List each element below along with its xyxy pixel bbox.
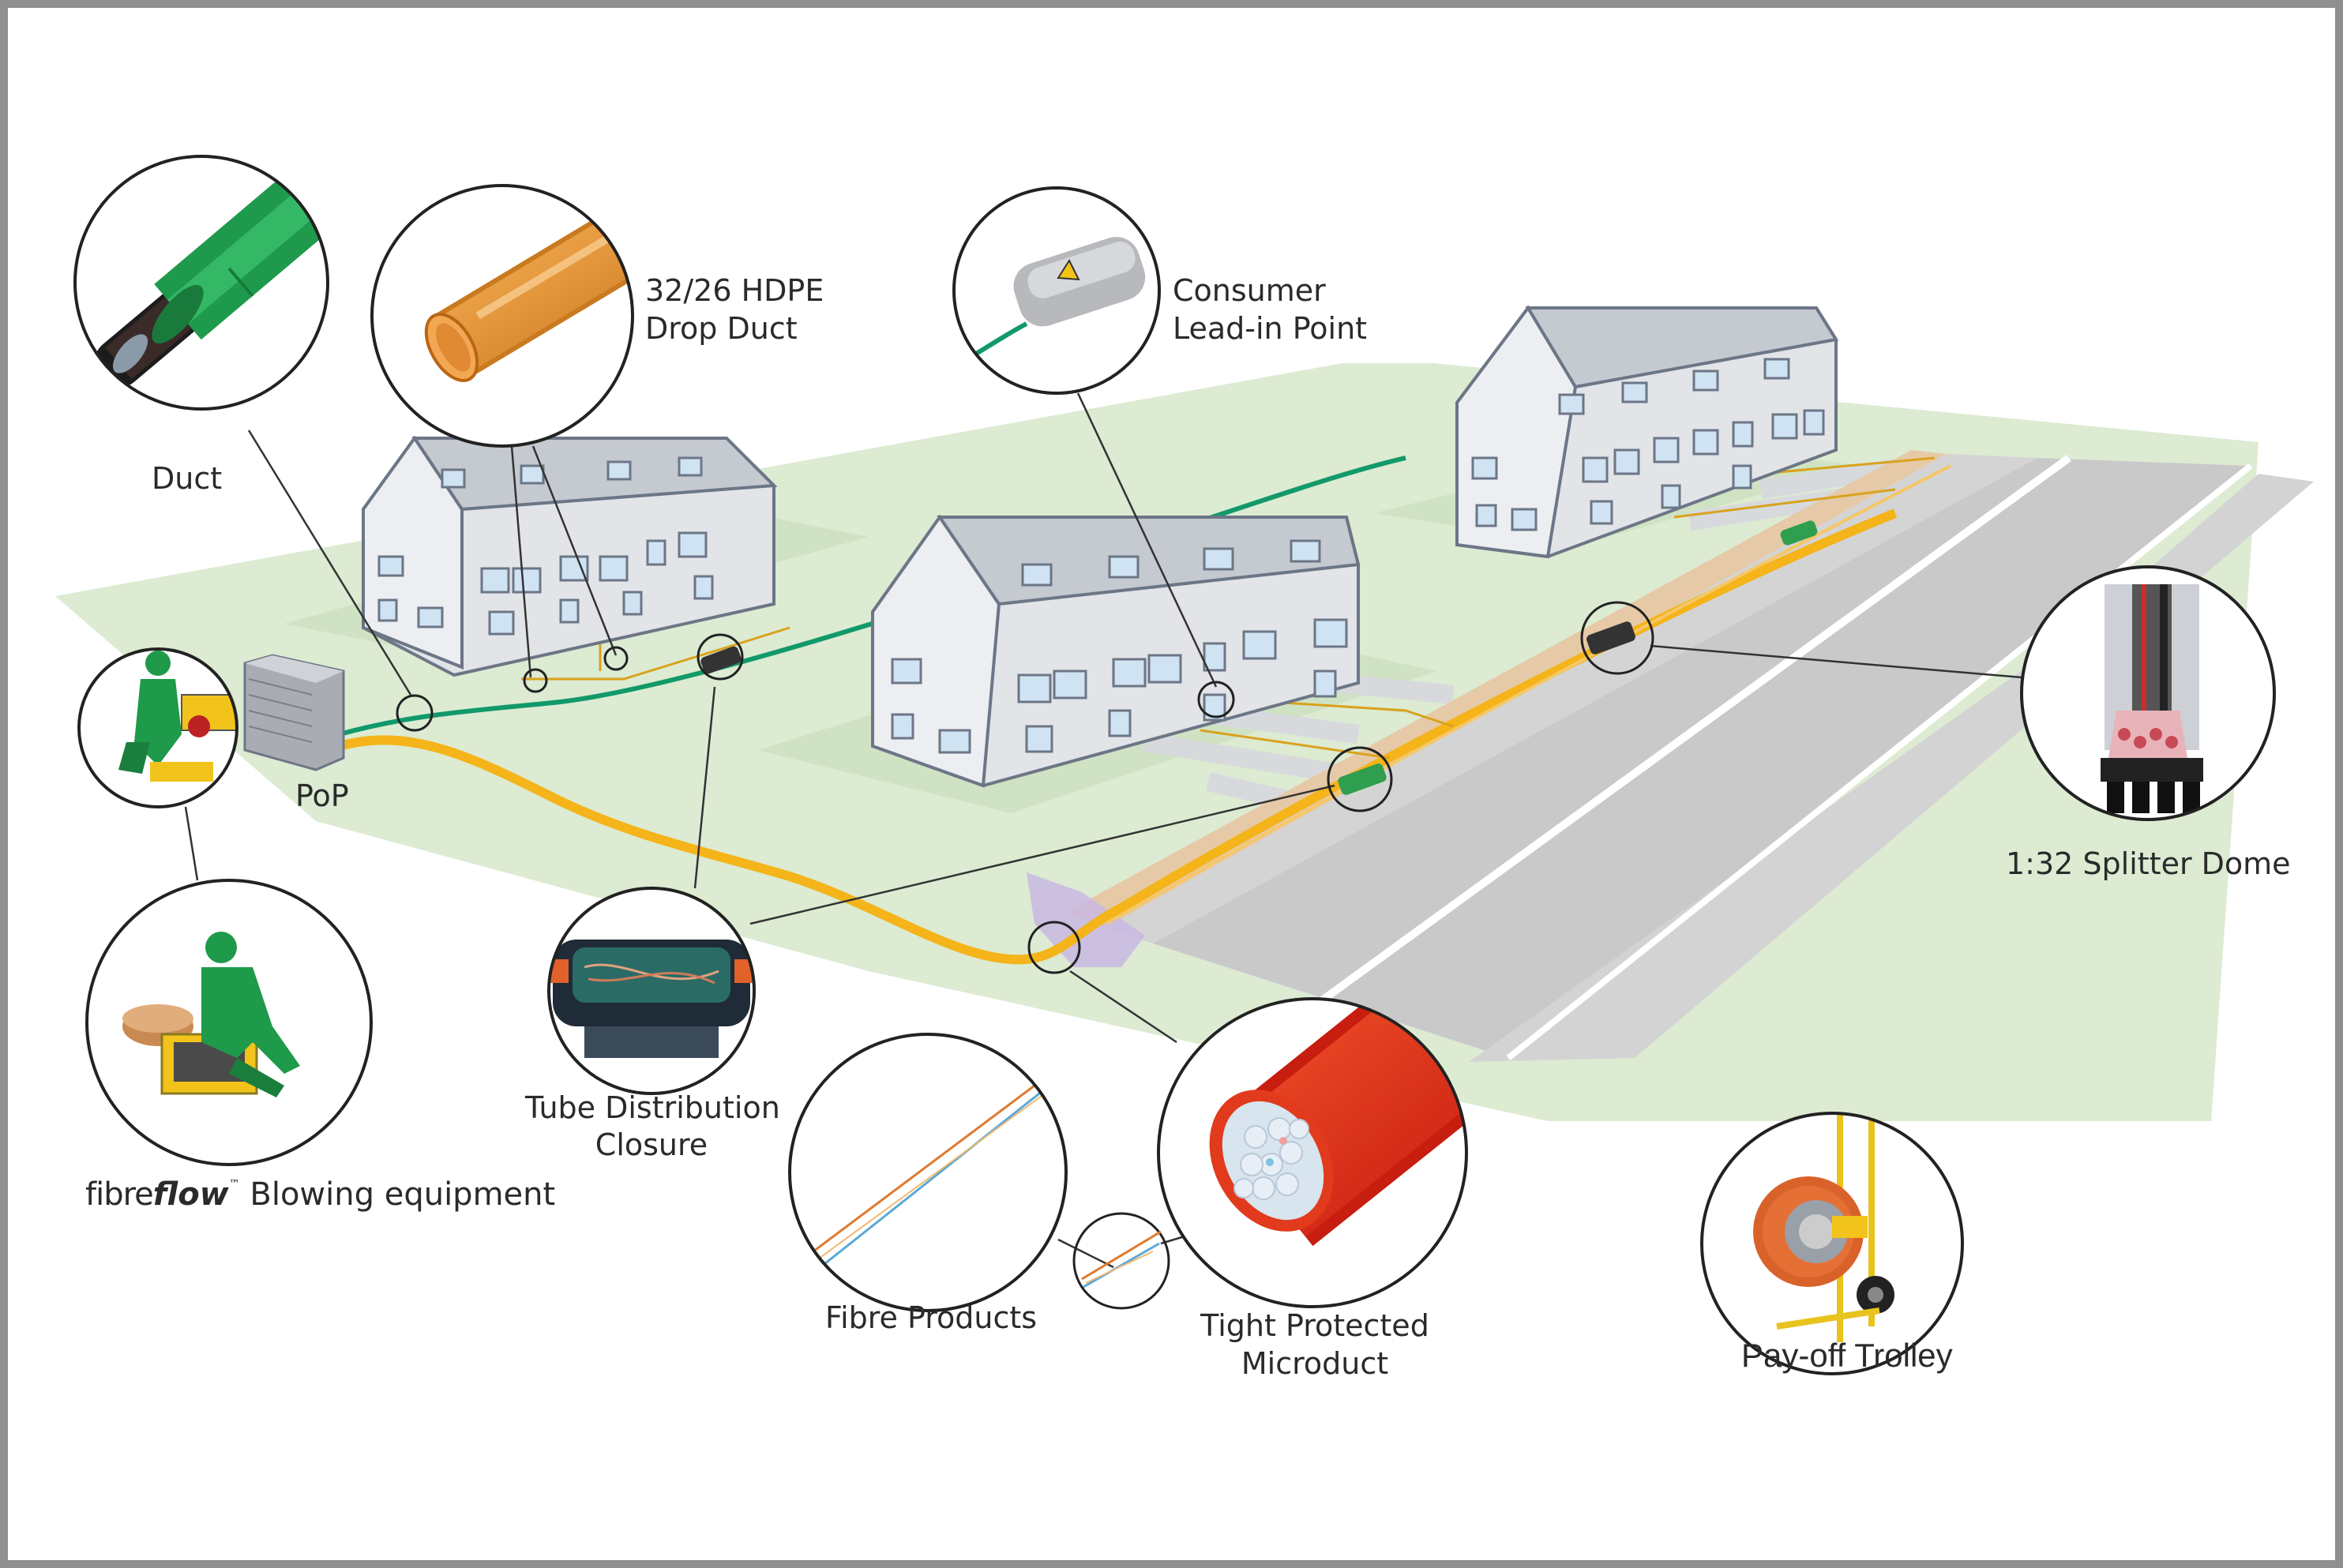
footpath — [1106, 454, 2037, 943]
label-microduct-line1: Tight Protected — [1200, 1308, 1429, 1343]
label-blowing-equipment: Blowing equipment — [250, 1176, 556, 1213]
callout-fibre-products — [788, 1033, 1068, 1312]
map-closure-green-2 — [1338, 763, 1387, 795]
green-feeder-route — [339, 456, 1406, 737]
house-row-left — [362, 435, 778, 677]
label-consumer-line1: Consumer — [1173, 273, 1326, 308]
label-microduct-line2: Microduct — [1241, 1346, 1389, 1381]
label-duct: Duct — [152, 461, 223, 496]
map-closure-green-1 — [1780, 520, 1818, 546]
label-splitter-dome: 1:32 Splitter Dome — [2006, 846, 2291, 881]
house-row-right — [1455, 305, 1839, 559]
callout-drop-duct — [370, 184, 634, 448]
brand-tm: ™ — [228, 1178, 240, 1191]
callout-blowing-equipment — [85, 879, 373, 1166]
house-row-middle — [871, 514, 1361, 788]
callout-consumer-lead-in — [952, 186, 1161, 395]
label-drop-duct-line2: Drop Duct — [645, 311, 798, 346]
callout-payoff-trolley — [1700, 1112, 1964, 1375]
label-pop: PoP — [295, 778, 349, 813]
map-markers — [396, 601, 1654, 1310]
label-fibre-products: Fibre Products — [825, 1300, 1038, 1335]
label-tube-closure-line1: Tube Distribution — [525, 1090, 780, 1125]
brand-flow: flow — [152, 1176, 229, 1213]
label-consumer-line2: Lead-in Point — [1173, 311, 1368, 346]
fibre-marker-zoom — [1081, 1230, 1162, 1289]
label-payoff-trolley: Pay-off Trolley — [1741, 1337, 1953, 1374]
yellow-main-route — [338, 508, 1898, 965]
callout-duct — [73, 155, 329, 411]
label-drop-duct-line1: 32/26 HDPE — [645, 273, 824, 308]
callout-tube-distribution-closure — [547, 887, 756, 1095]
pop-cabinet — [243, 654, 345, 771]
label-tube-closure-line2: Closure — [595, 1127, 708, 1162]
brand-fibre: fibre — [85, 1176, 154, 1213]
map-closure-black-2 — [700, 646, 742, 674]
map-closure-black — [1586, 621, 1635, 655]
callout-pop-engineer — [77, 647, 238, 808]
label-fibreflow-blowing: fibreflow™ Blowing equipment — [85, 1176, 555, 1213]
callout-splitter-dome — [2020, 565, 2276, 821]
road — [1153, 458, 2251, 1058]
